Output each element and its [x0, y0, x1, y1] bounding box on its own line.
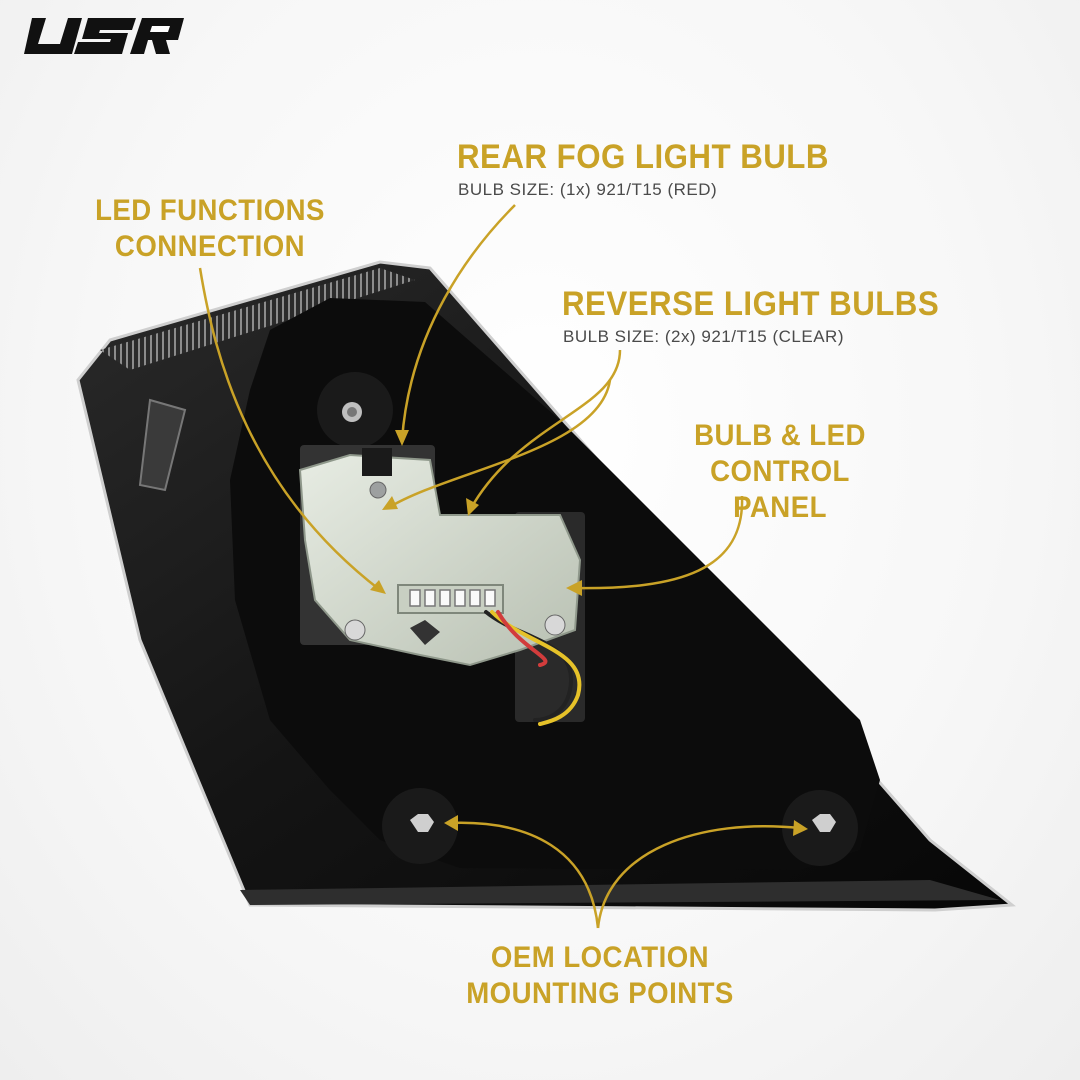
- callout-arrowheads: [370, 430, 808, 836]
- reverse-bulbs-title: REVERSE LIGHT BULBS: [562, 285, 940, 323]
- oem-mounting-label: OEM LOCATION MOUNTING POINTS: [453, 940, 747, 1012]
- oem-mounting-line2: MOUNTING POINTS: [466, 977, 734, 1010]
- wiring-harness: [484, 610, 582, 726]
- oem-mounting-line1: OEM LOCATION: [490, 941, 710, 974]
- control-panel-line2: CONTROL PANEL: [710, 455, 850, 524]
- mounting-stud-right: [812, 814, 836, 832]
- usr-logo: [24, 18, 184, 54]
- led-functions-line2: CONNECTION: [114, 230, 306, 263]
- callout-lines: [198, 204, 801, 929]
- rear-fog-subtitle: BULB SIZE: (1x) 921/T15 (RED): [458, 180, 718, 199]
- led-functions-line1: LED FUNCTIONS: [95, 194, 325, 227]
- mounting-stud-top: [342, 402, 362, 422]
- control-panel-label: BULB & LED CONTROL PANEL: [660, 418, 899, 526]
- mounting-stud-left: [410, 814, 434, 832]
- reverse-bulbs-subtitle: BULB SIZE: (2x) 921/T15 (CLEAR): [563, 327, 844, 346]
- bulb-socket-assembly: [298, 448, 582, 667]
- rear-fog-title: REAR FOG LIGHT BULB: [457, 138, 829, 176]
- control-panel-line1: BULB & LED: [694, 419, 866, 452]
- led-functions-label: LED FUNCTIONS CONNECTION: [81, 193, 339, 265]
